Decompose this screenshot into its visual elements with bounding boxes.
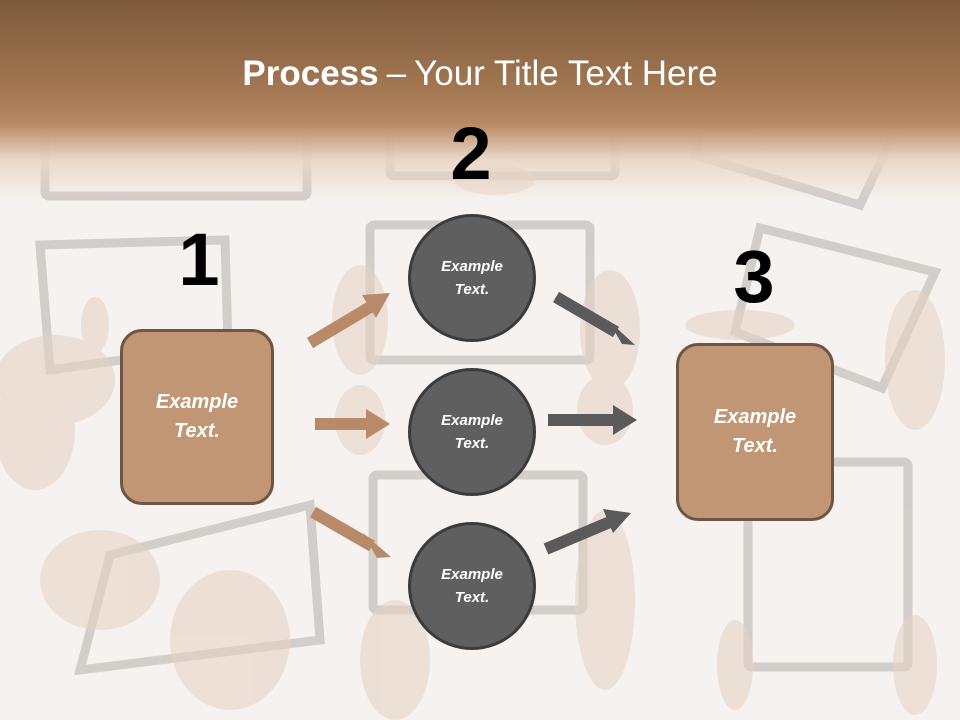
arrow-1-to-middle xyxy=(315,409,390,439)
step-1-text-line2: Text. xyxy=(174,420,220,442)
circle-bottom-text: Example Text. xyxy=(417,563,527,609)
arrow-middle-to-3 xyxy=(548,405,637,435)
step-1-text-line1: Example xyxy=(155,391,239,413)
circle-middle-line1: Example xyxy=(441,412,503,429)
step-3-text-line2: Text. xyxy=(732,435,778,457)
arrow-1-to-top xyxy=(306,293,390,349)
circle-middle-line2: Text. xyxy=(454,435,490,452)
circle-middle-text: Example Text. xyxy=(417,409,527,455)
title-rest: Your Title Text Here xyxy=(414,54,718,93)
step-1-box: Example Text. xyxy=(120,329,274,505)
arrow-bottom-to-3 xyxy=(543,509,631,555)
title-strong: Process xyxy=(242,54,379,93)
circle-top-text: Example Text. xyxy=(417,255,527,301)
arrow-1-to-bottom xyxy=(310,506,391,558)
step-3-text: Example Text. xyxy=(700,403,810,461)
step-3-text-line1: Example xyxy=(713,406,797,428)
circle-bottom: Example Text. xyxy=(408,522,536,650)
circle-bottom-line2: Text. xyxy=(454,589,490,606)
circle-bottom-line1: Example xyxy=(441,566,503,583)
circle-top: Example Text. xyxy=(408,214,536,342)
circle-top-line1: Example xyxy=(441,258,503,275)
circle-middle: Example Text. xyxy=(408,368,536,496)
arrow-top-to-3 xyxy=(552,291,635,345)
header-band xyxy=(0,0,960,200)
circle-top-line2: Text. xyxy=(454,281,490,298)
step-3-box: Example Text. xyxy=(676,343,834,521)
title-separator: – xyxy=(386,54,407,93)
step-number-3: 3 xyxy=(733,235,775,318)
step-number-2: 2 xyxy=(450,112,492,195)
step-number-1: 1 xyxy=(178,218,220,301)
page-title: Process–Your Title Text Here xyxy=(0,52,960,96)
step-1-text: Example Text. xyxy=(142,388,252,446)
